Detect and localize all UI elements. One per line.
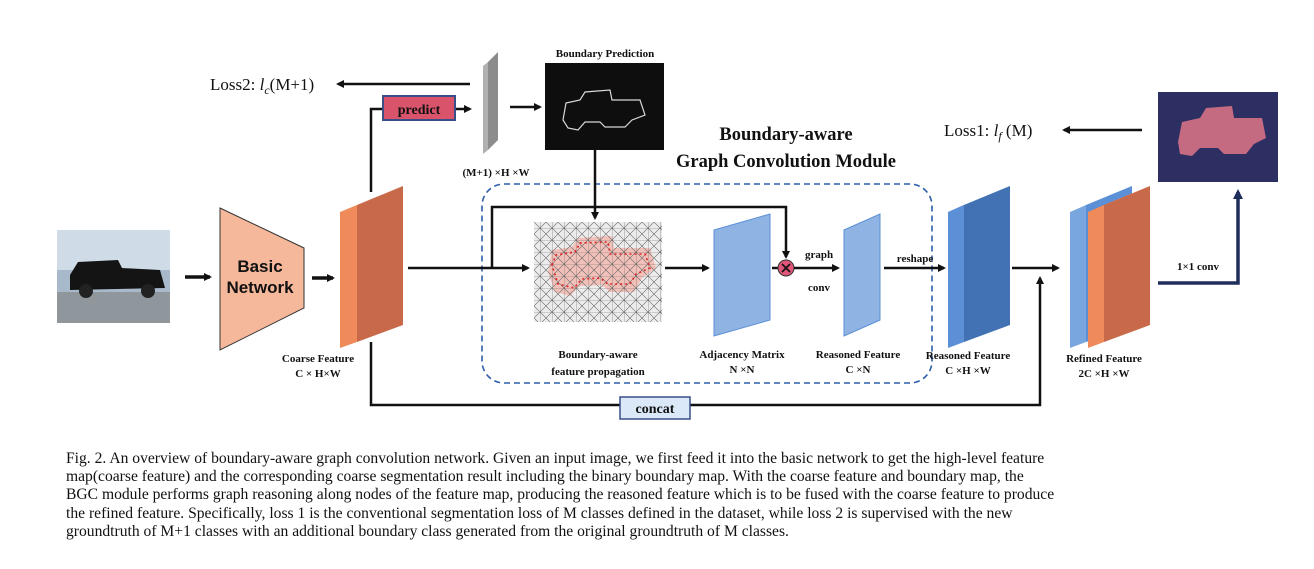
arrow-1x1-conv [1158, 189, 1243, 285]
figure-caption: Fig. 2. An overview of boundary-aware gr… [66, 450, 1266, 541]
multiply-icon [781, 263, 791, 273]
caption-line: groundtruth of M+1 classes with an addit… [66, 522, 789, 540]
reasoned-feature-large-block [948, 186, 1010, 348]
reasoned-feature-large-dims: C ×H ×W [945, 365, 991, 377]
basic-network-label-2: Network [226, 278, 294, 297]
refined-feature-block [1070, 186, 1150, 348]
module-title-line1: Boundary-aware [719, 125, 852, 145]
predict-label: predict [398, 103, 441, 118]
boundary-map-image [545, 63, 664, 150]
refined-feature-dims: 2C ×H ×W [1078, 368, 1129, 380]
conv-label: conv [808, 282, 831, 294]
architecture-figure: Basic Network Coarse Feature C × H×W pre… [57, 48, 1278, 420]
arrow-coarse-to-predict [369, 105, 472, 192]
coarse-feature-block [340, 186, 403, 348]
adjacency-label: Adjacency Matrix [699, 349, 785, 361]
caption-line: BGC module performs graph reasoning alon… [66, 486, 1055, 504]
loss2-label: Loss2: lc(M+1) [210, 75, 314, 97]
coarse-feature-label: Coarse Feature [282, 353, 354, 365]
module-title-line2: Graph Convolution Module [676, 152, 896, 172]
predict-box [382, 95, 456, 121]
graph-label: graph [805, 249, 833, 261]
input-image [57, 230, 170, 323]
reasoned-feature-small-block [843, 213, 881, 337]
arrow-concat [369, 276, 1044, 407]
boundary-contour [562, 89, 646, 131]
propagation-label-1: Boundary-aware [558, 349, 637, 361]
reasoned-feature-small-label: Reasoned Feature [816, 349, 901, 361]
caption-line: map(coarse feature) and the correspondin… [66, 468, 1024, 486]
loss1-label: Loss1: lf (M) [944, 121, 1032, 143]
refined-feature-label: Refined Feature [1066, 353, 1142, 365]
adjacency-matrix-block [713, 213, 771, 337]
coarse-feature-dims: C × H×W [295, 368, 341, 380]
concat-label: concat [636, 402, 675, 417]
prediction-slab [483, 52, 498, 154]
reshape-label: reshape [897, 253, 934, 265]
adjacency-dims: N ×N [730, 364, 755, 376]
propagation-grid [534, 222, 662, 322]
concat-box [619, 396, 691, 420]
basic-network-block [219, 207, 305, 351]
reasoned-feature-large-label: Reasoned Feature [926, 350, 1011, 362]
prediction-dims: (M+1) ×H ×W [462, 167, 529, 179]
propagation-label-2: feature propagation [551, 366, 644, 378]
caption-line: the refined feature. Specifically, loss … [66, 504, 1013, 522]
segmentation-car-mask [1178, 106, 1266, 156]
caption-line: Fig. 2. An overview of boundary-aware gr… [66, 450, 1045, 467]
reasoned-feature-small-dims: C ×N [846, 364, 871, 376]
basic-network-label-1: Basic [237, 257, 282, 276]
conv1x1-label: 1×1 conv [1177, 261, 1220, 273]
boundary-prediction-title: Boundary Prediction [556, 48, 655, 60]
bgc-module-boundary [481, 183, 933, 384]
arrow-feature-to-multiply [490, 205, 790, 268]
